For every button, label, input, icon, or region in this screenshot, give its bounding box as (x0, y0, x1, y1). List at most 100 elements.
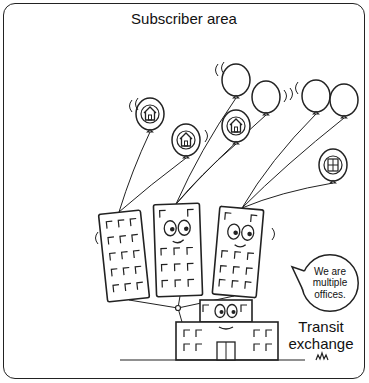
balloons (136, 98, 164, 132)
office-building (232, 281, 239, 288)
ground (120, 359, 305, 360)
transit-exchange-building (217, 342, 235, 360)
office-building (178, 220, 191, 235)
transit-exchange-building (266, 344, 272, 351)
transit-exchange-building (196, 344, 202, 351)
office-building (161, 248, 167, 255)
motion-marks (130, 98, 139, 112)
office-building (132, 234, 139, 242)
balloons (330, 84, 358, 118)
motion-marks (216, 62, 225, 76)
balloons (136, 64, 358, 183)
building-label: Transit exchange (284, 318, 358, 353)
transit-exchange-building (219, 327, 233, 329)
office-building (153, 203, 202, 297)
transit-exchange-building (227, 305, 237, 318)
transit-exchange-building (266, 330, 272, 337)
balloons (302, 80, 330, 114)
balloons (252, 81, 280, 115)
office-building (123, 268, 130, 276)
office-building (153, 203, 202, 297)
balloon-strings (119, 132, 150, 212)
office-building (134, 250, 141, 258)
balloons (319, 149, 347, 183)
transit-exchange-building (254, 330, 260, 337)
bubble-tail (292, 267, 304, 289)
office-building (221, 251, 228, 258)
office-building (247, 231, 252, 236)
office-building (108, 237, 115, 245)
balloons (172, 124, 200, 158)
bubble-tail (292, 267, 314, 289)
office-building (247, 253, 254, 260)
office-building (173, 240, 184, 243)
office-building (111, 269, 118, 277)
office-building (246, 268, 253, 275)
balloon-strings (242, 114, 316, 208)
transit-exchange-building (184, 330, 190, 337)
ground (316, 353, 328, 360)
office-building (162, 280, 168, 287)
office-building (187, 247, 193, 254)
office-building (234, 244, 245, 248)
balloons (141, 105, 159, 123)
balloons (177, 131, 195, 149)
transit-exchange-building (215, 305, 225, 318)
office-building (118, 220, 125, 228)
office-building (113, 285, 120, 293)
office-building (135, 266, 142, 274)
transit-exchange-building (184, 344, 190, 351)
office-building (245, 282, 252, 289)
transit-exchange-building (232, 310, 236, 314)
office-building (212, 206, 264, 298)
office-building (137, 282, 144, 290)
office-building (220, 266, 227, 273)
balloon-strings (242, 183, 333, 208)
transit-exchange-building (241, 305, 247, 312)
office-building (106, 221, 113, 229)
balloon-strings (119, 98, 344, 212)
transit-exchange-building (226, 342, 227, 360)
office-building (110, 253, 117, 261)
office-building (125, 283, 132, 291)
transit-exchange-building (176, 322, 278, 360)
office-building (184, 226, 189, 231)
office-building (219, 279, 226, 286)
office-building (174, 248, 180, 255)
balloons (222, 110, 250, 144)
speech-bubble: We are multiple offices. (301, 254, 359, 312)
transit-exchange-building (254, 344, 260, 351)
building-strings (176, 306, 181, 311)
transit-exchange-building (203, 305, 209, 312)
building-strings (129, 300, 178, 308)
office-building (120, 236, 127, 244)
office-building (227, 224, 240, 240)
office-building (175, 280, 181, 287)
office-building (122, 252, 129, 260)
office-building (99, 210, 150, 302)
office-building (170, 227, 175, 232)
motion-marks (205, 130, 208, 142)
office-building (130, 219, 137, 227)
office-building (99, 210, 150, 302)
office-building (233, 267, 240, 274)
balloon-strings (242, 118, 344, 208)
area-heading: Subscriber area (4, 4, 364, 27)
motion-marks (272, 228, 275, 240)
office-building (161, 264, 167, 271)
transit-exchange-building (220, 310, 224, 314)
office-building (212, 206, 264, 298)
office-building (241, 225, 254, 241)
balloons (227, 117, 245, 135)
office-building (188, 209, 194, 216)
ground (120, 353, 328, 360)
office-building (233, 230, 238, 235)
motion-marks (296, 82, 299, 94)
office-building (187, 263, 193, 270)
office-building (164, 221, 177, 236)
office-building (234, 252, 241, 259)
office-building (174, 264, 180, 271)
balloons (222, 64, 250, 98)
transit-exchange-building (200, 300, 252, 322)
